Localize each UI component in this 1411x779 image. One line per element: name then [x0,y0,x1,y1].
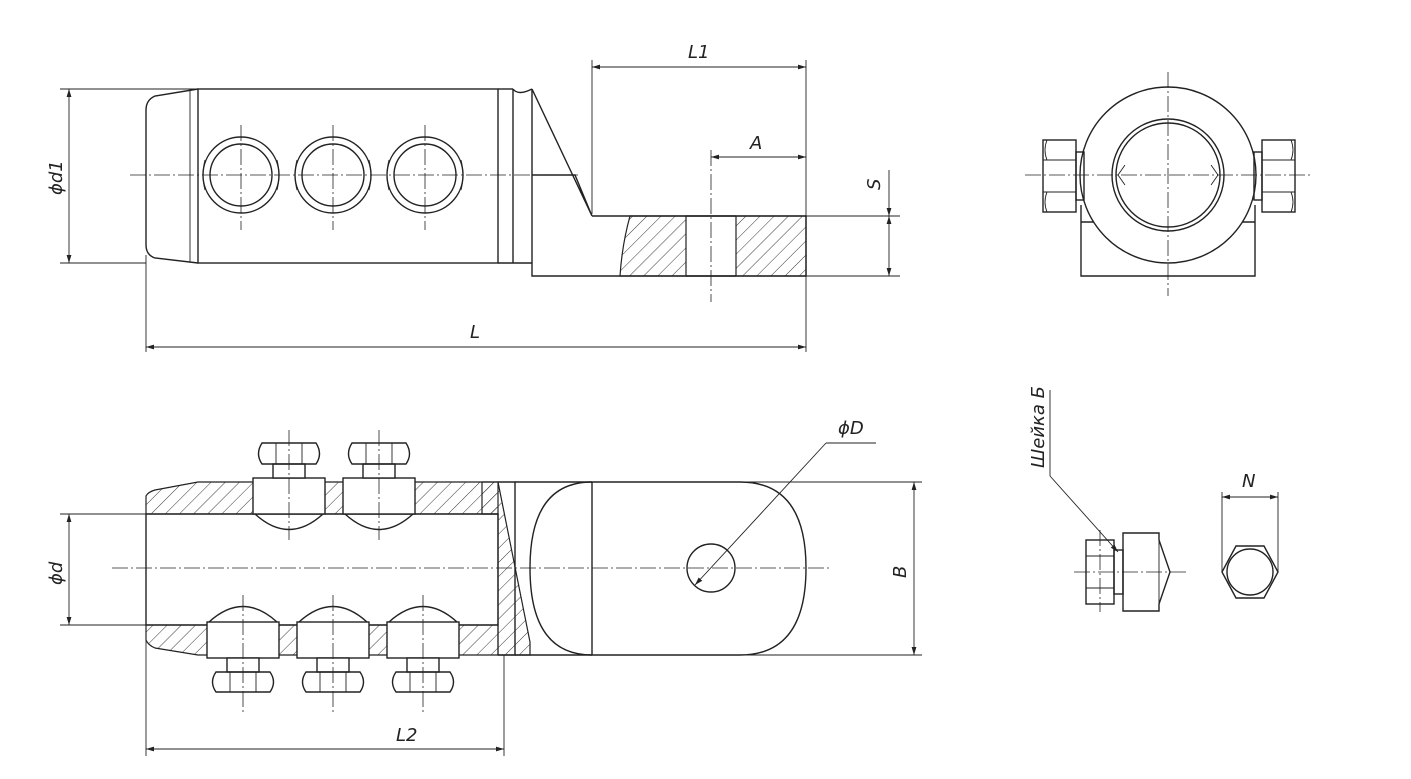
palm-section-right [735,215,807,277]
dim-N-label: N [1242,471,1255,492]
neck-label: Шейка Б [1028,386,1049,468]
dim-L1-label: L1 [688,42,709,63]
dim-S-label: S [864,179,885,190]
dim-A-label: A [749,133,762,154]
plan-bolt-bottom-1 [206,595,280,712]
barrel-body [197,88,499,264]
end-view [1025,72,1312,296]
bottom-view: ϕD B ϕd L2 [46,418,922,756]
palm-plan [515,481,807,656]
palm-hole [686,543,736,593]
dim-d-label: ϕd [46,561,67,585]
dim-L2-label: L2 [396,725,417,746]
dim-D-label: ϕD [838,418,864,439]
dim-d1-label: ϕd1 [46,160,67,195]
side-bolt-right [1253,139,1296,213]
palm-section-left [619,215,687,277]
top-view: L1 A S ϕd1 L [46,42,900,352]
plan-bolt-top-1 [252,430,326,540]
slant-transition [531,88,593,217]
side-bolt-left [1042,139,1085,213]
plan-bolt-bottom-2 [296,595,370,712]
barrel-nose [145,88,199,264]
dim-L-label: L [470,322,480,343]
plan-bolt-bottom-3 [386,595,460,712]
dim-B-label: B [890,566,911,578]
hex-nut-end [1221,545,1279,599]
bolt-detail: Шейка Б N [1028,386,1279,612]
plan-bolt-top-2 [342,430,416,540]
